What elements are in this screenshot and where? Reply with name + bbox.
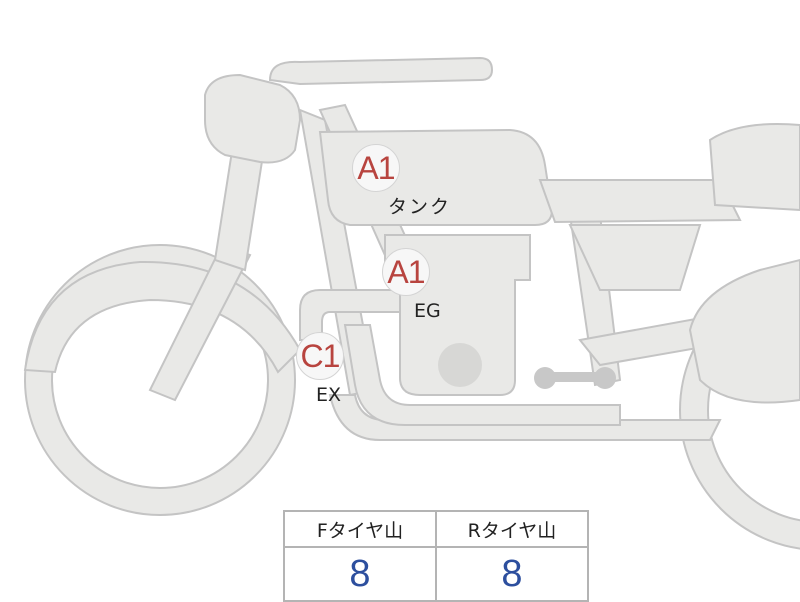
headlight [204, 73, 302, 164]
seat [538, 179, 742, 224]
tire-tread-table: Fタイヤ山 Rタイヤ山 8 8 [283, 510, 589, 602]
grade-badge-exhaust: C1 [296, 332, 344, 380]
rear-tire-value: 8 [435, 546, 589, 602]
grade-badge-engine: A1 [382, 248, 430, 296]
footpeg [534, 367, 616, 389]
grade-badge-tank: A1 [352, 144, 400, 192]
front-tire-header: Fタイヤ山 [283, 510, 437, 548]
label-engine: EG [414, 300, 441, 322]
handlebar [268, 56, 494, 86]
label-exhaust: EX [316, 384, 342, 406]
front-tire-value: 8 [283, 546, 437, 602]
label-tank: タンク [388, 196, 452, 218]
rear-tire-header: Rタイヤ山 [435, 510, 589, 548]
